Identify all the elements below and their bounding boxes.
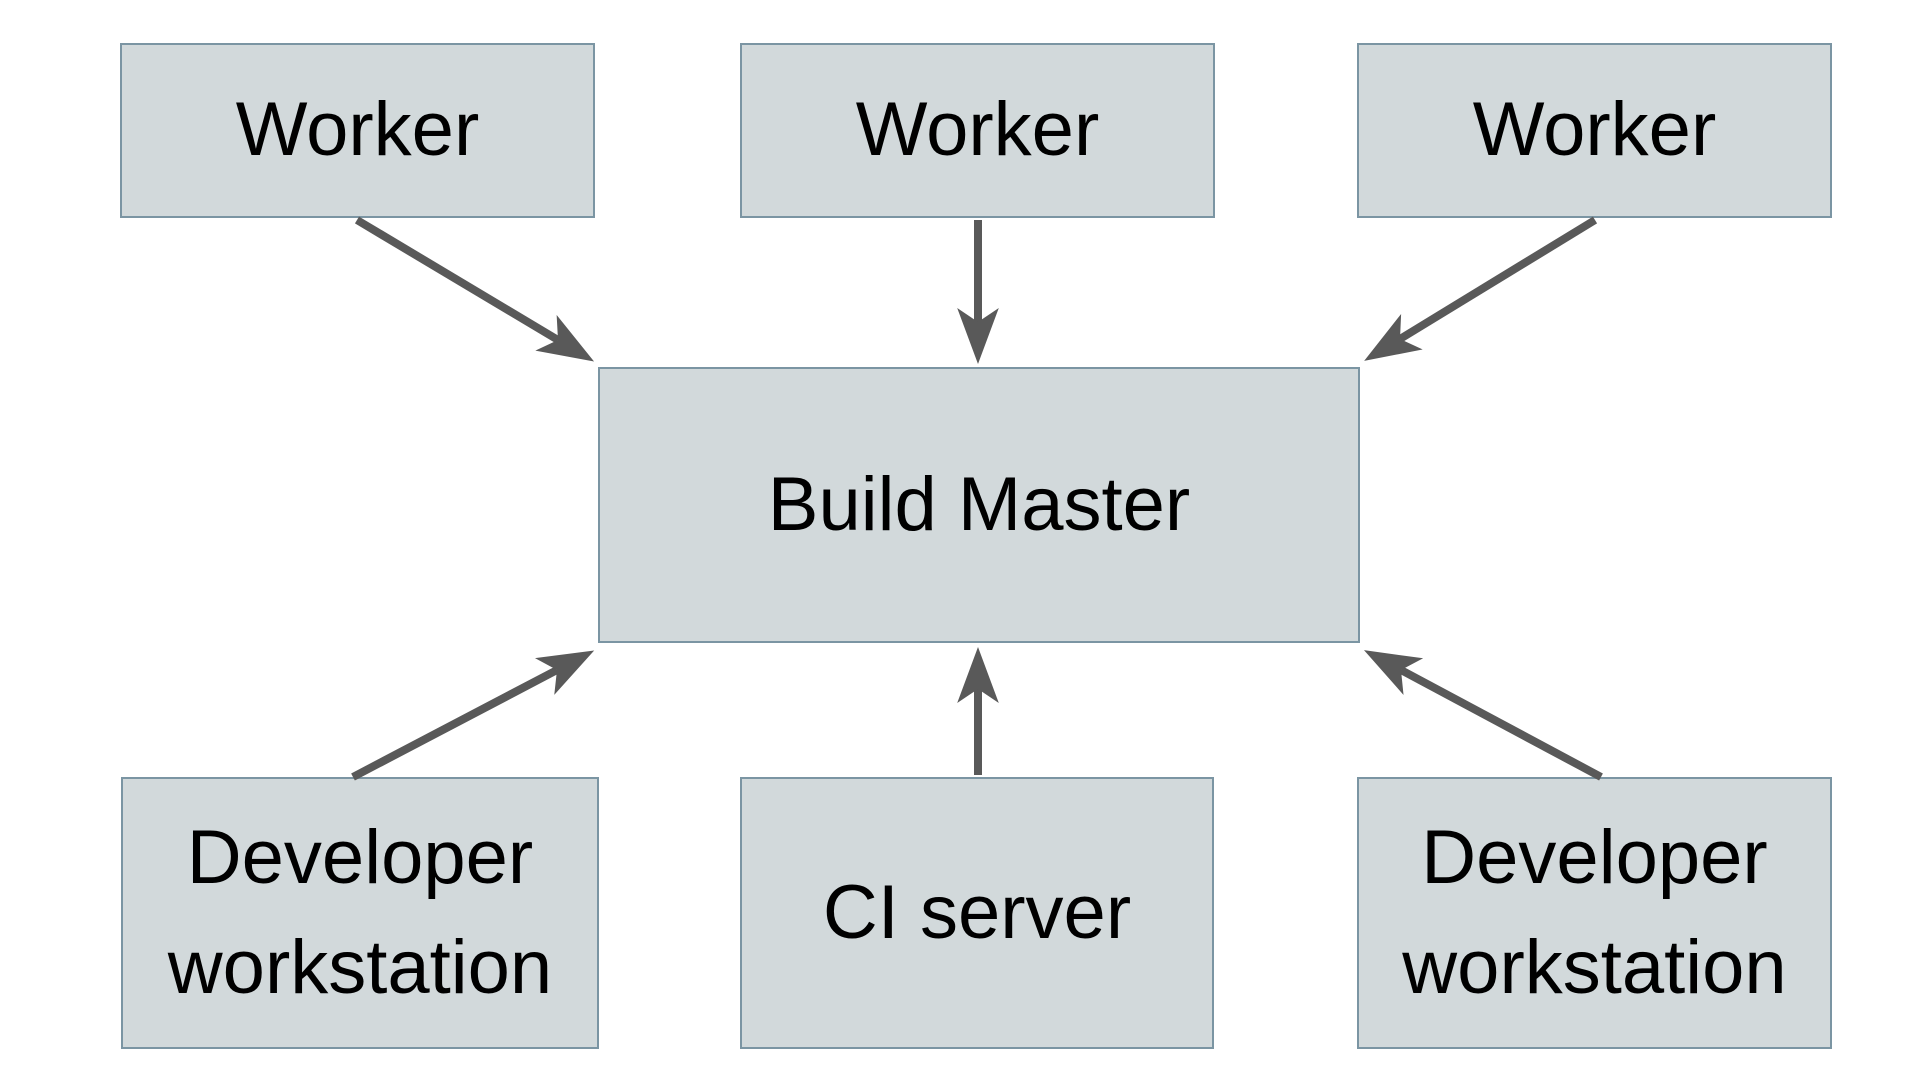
- node-label: Developer workstation: [1402, 814, 1787, 1010]
- node-ci-server: CI server: [740, 777, 1214, 1049]
- node-label: Build Master: [767, 461, 1191, 547]
- node-build-master: Build Master: [598, 367, 1360, 643]
- node-label: Worker: [855, 87, 1100, 173]
- node-label: CI server: [822, 869, 1132, 955]
- arrow-developer-workstation-left-to-build-master: [351, 650, 595, 781]
- arrow-worker-1-to-build-master: [354, 216, 595, 362]
- node-worker-1: Worker: [120, 43, 595, 218]
- node-worker-3: Worker: [1357, 43, 1832, 218]
- node-developer-workstation-right: Developer workstation: [1357, 777, 1832, 1049]
- node-label: Worker: [1472, 87, 1717, 173]
- arrow-worker-3-to-build-master: [1364, 216, 1598, 361]
- node-label: Developer workstation: [167, 814, 553, 1010]
- node-label: Worker: [235, 87, 480, 173]
- node-worker-2: Worker: [740, 43, 1215, 218]
- arrow-developer-workstation-right-to-build-master: [1363, 650, 1603, 781]
- node-developer-workstation-left: Developer workstation: [121, 777, 599, 1049]
